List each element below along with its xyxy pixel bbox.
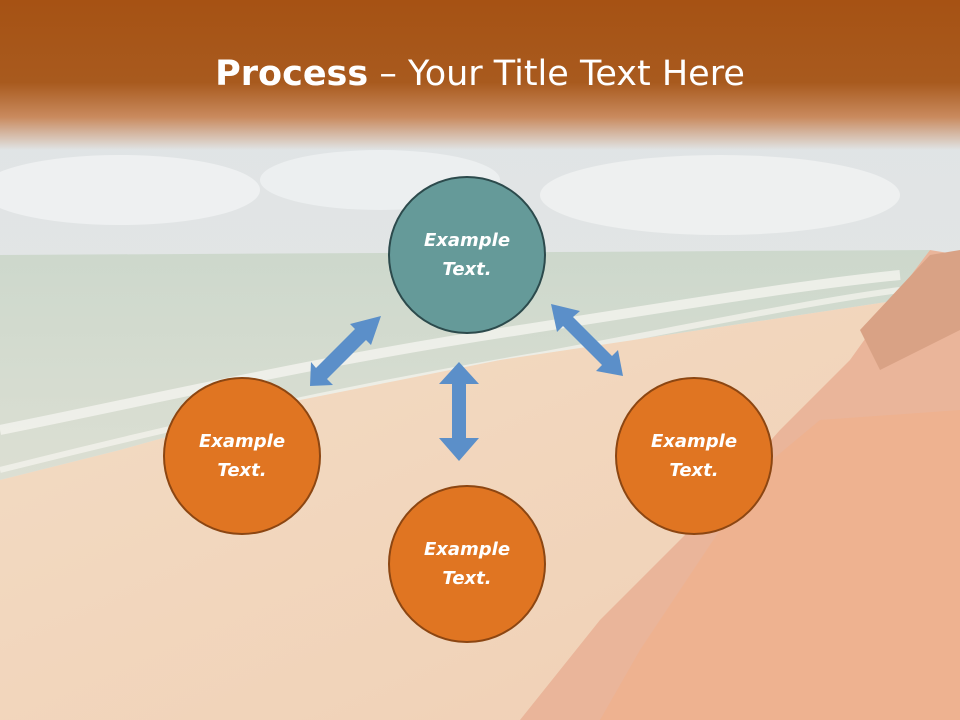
node-right: Example Text. bbox=[615, 377, 773, 535]
node-left: Example Text. bbox=[163, 377, 321, 535]
page-title: Process – Your Title Text Here bbox=[0, 52, 960, 96]
node-right-line2: Text. bbox=[669, 460, 719, 481]
node-right-line1: Example bbox=[650, 431, 738, 452]
node-left-line2: Text. bbox=[217, 460, 267, 481]
node-bottom: Example Text. bbox=[388, 485, 546, 643]
title-banner bbox=[0, 0, 960, 150]
node-top: Example Text. bbox=[388, 176, 546, 334]
title-rest: – Your Title Text Here bbox=[368, 54, 745, 94]
double-arrow-vertical bbox=[439, 362, 479, 461]
double-arrow-right bbox=[551, 304, 623, 376]
node-top-line2: Text. bbox=[442, 259, 492, 280]
node-left-line1: Example bbox=[198, 431, 286, 452]
node-top-line1: Example bbox=[423, 230, 511, 251]
title-bold: Process bbox=[215, 54, 369, 94]
double-arrow-left bbox=[310, 316, 381, 386]
node-bottom-line2: Text. bbox=[442, 568, 492, 589]
node-bottom-line1: Example bbox=[423, 539, 511, 560]
